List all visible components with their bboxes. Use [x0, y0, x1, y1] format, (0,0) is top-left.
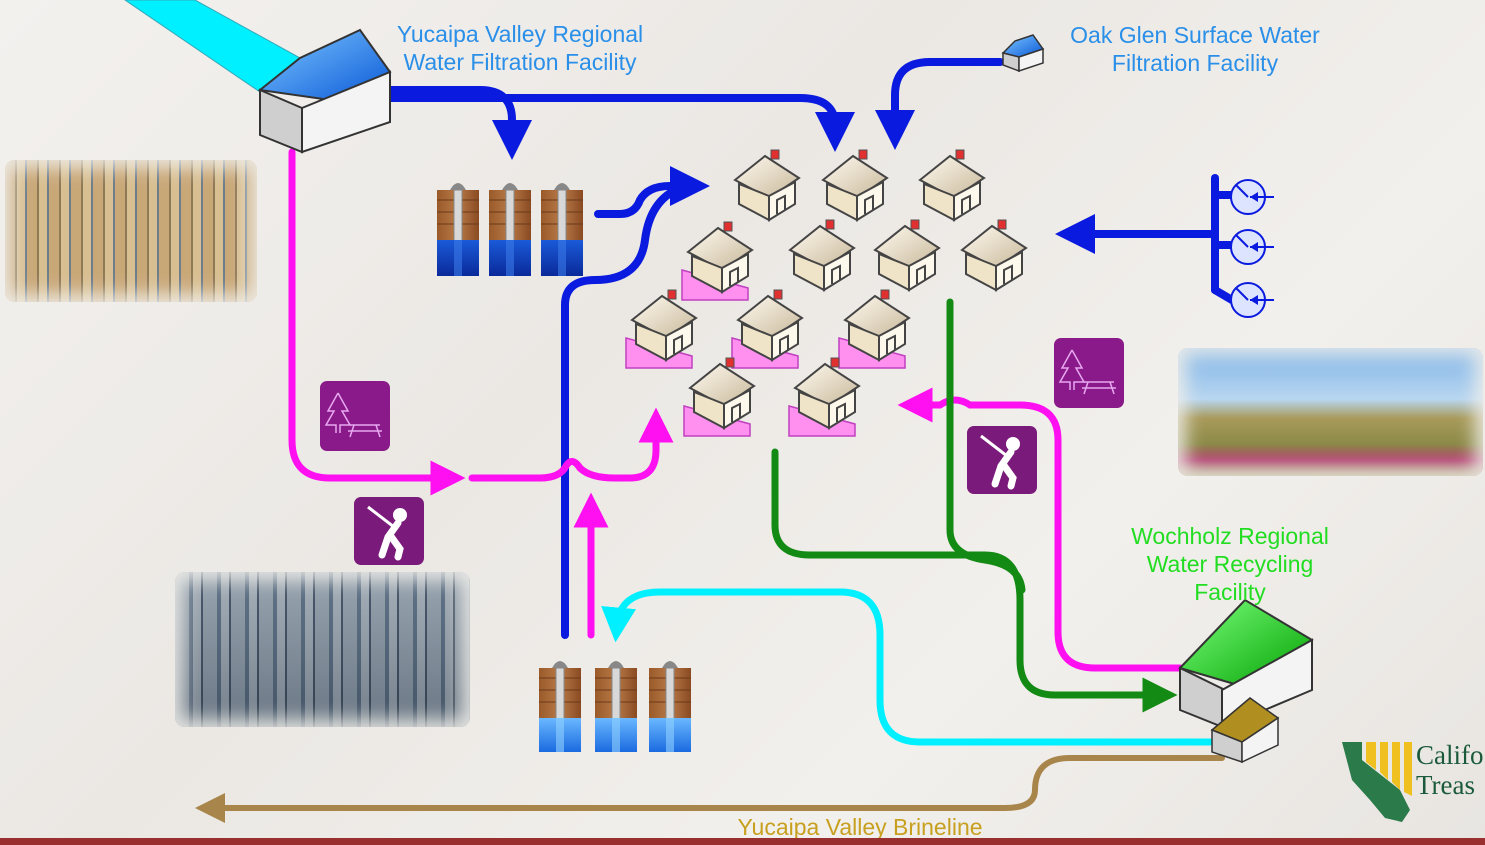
park-icon: [1054, 338, 1124, 408]
california-state-logo-icon: [1342, 742, 1412, 822]
wochholz-label: Wochholz Regional Water Recycling Facili…: [1105, 522, 1355, 606]
logo-line: Califo: [1416, 740, 1484, 770]
wastewater-lines: [771, 298, 1178, 713]
well-group-lower: [538, 660, 692, 752]
wochholz-facility-building: [1178, 598, 1314, 764]
recycled-water-lines: [288, 148, 1184, 672]
oak-glen-label: Oak Glen Surface Water Filtration Facili…: [1050, 21, 1340, 77]
label-line: Water Recycling: [1146, 551, 1314, 577]
reverse-osmosis-photo: [175, 572, 470, 727]
oak-glen-facility-building: [1001, 34, 1045, 73]
yucaipa-filtration-label: Yucaipa Valley Regional Water Filtration…: [375, 20, 665, 76]
park-icon: [320, 381, 390, 451]
label-line: Filtration Facility: [1111, 50, 1279, 76]
label-line: Water Filtration Facility: [403, 49, 637, 75]
footer-accent-bar: [0, 838, 1485, 845]
label-line: Yucaipa Valley Regional: [396, 21, 644, 47]
logo-text: Califo Treas: [1416, 740, 1484, 800]
label-line: Wochholz Regional: [1131, 523, 1329, 549]
golf-icon: [967, 426, 1037, 494]
desalter-line: [601, 588, 1214, 746]
landscape-photo: [1178, 348, 1483, 476]
filtration-facility-building: [257, 28, 392, 154]
potable-water-lines: [386, 58, 1236, 639]
brineline-label: Yucaipa Valley Brineline: [737, 814, 983, 840]
logo-line: Treas: [1416, 770, 1476, 800]
label-line: Oak Glen Surface Water: [1070, 22, 1320, 48]
community-houses: [625, 149, 1027, 437]
pump-station: [1230, 179, 1275, 318]
golf-icon: [354, 497, 424, 565]
label-line: Facility: [1194, 579, 1266, 605]
brineline: [195, 755, 1225, 823]
membrane-filtration-photo: [5, 160, 257, 302]
well-group-upper: [436, 182, 584, 276]
